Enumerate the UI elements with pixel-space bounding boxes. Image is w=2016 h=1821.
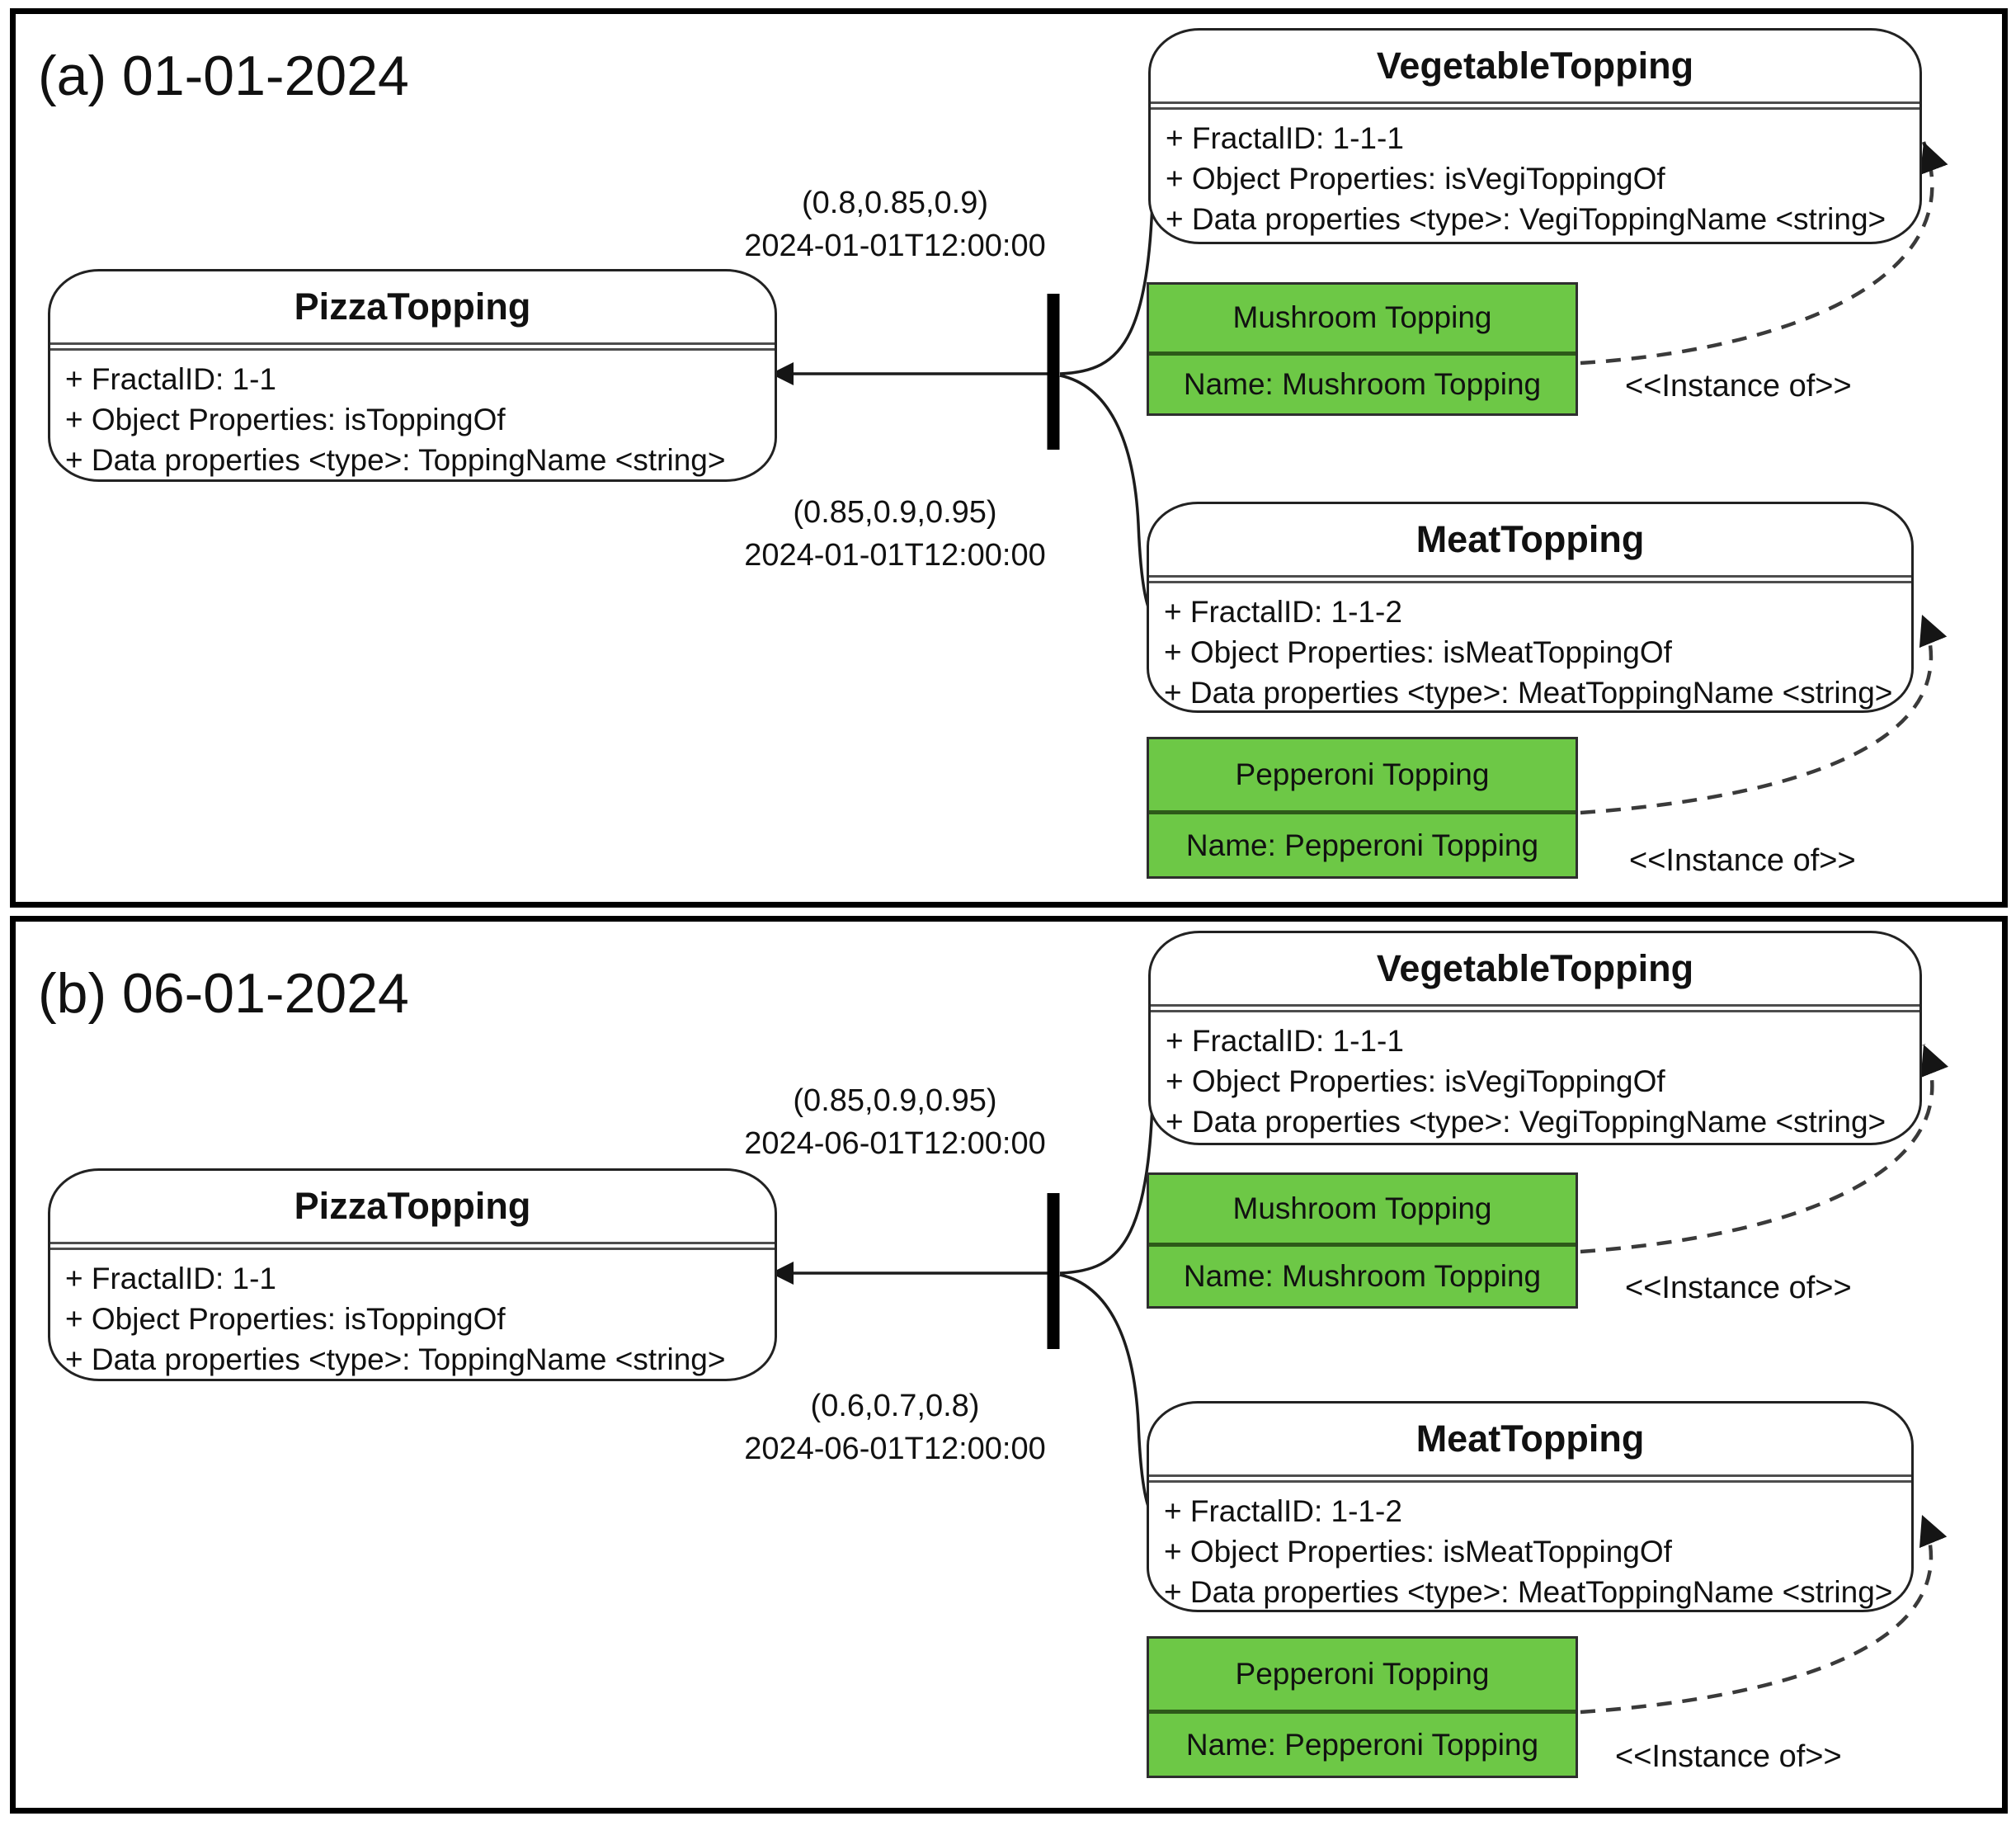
- instance-title: Pepperoni Topping: [1149, 1639, 1576, 1715]
- class-properties: + FractalID: 1-1-1 + Object Properties: …: [1151, 110, 1919, 239]
- class-property: + FractalID: 1-1: [65, 1262, 277, 1295]
- class-separator: [50, 1242, 775, 1250]
- edge-timestamp: 2024-01-01T12:00:00: [744, 229, 1046, 263]
- instance-title: Mushroom Topping: [1149, 285, 1576, 356]
- instance-box-mushroom-a: Mushroom Topping Name: Mushroom Topping: [1147, 282, 1578, 416]
- class-property: + Object Properties: isMeatToppingOf: [1164, 635, 1672, 669]
- class-property: + FractalID: 1-1-2: [1164, 595, 1402, 629]
- class-property: + FractalID: 1-1-1: [1166, 121, 1404, 155]
- edge-label-vegetable-a: (0.8,0.85,0.9) 2024-01-01T12:00:00: [681, 182, 1109, 267]
- instance-box-pepperoni-a: Pepperoni Topping Name: Pepperoni Toppin…: [1147, 737, 1578, 879]
- instance-name: Name: Mushroom Topping: [1183, 1259, 1542, 1294]
- instance-box-pepperoni-b: Pepperoni Topping Name: Pepperoni Toppin…: [1147, 1636, 1578, 1778]
- class-box-vegetabletopping-b: VegetableTopping + FractalID: 1-1-1 + Ob…: [1148, 931, 1922, 1145]
- class-property: + FractalID: 1-1: [65, 362, 277, 396]
- edge-label-meat-a: (0.85,0.9,0.95) 2024-01-01T12:00:00: [681, 491, 1109, 577]
- panel-b-title: (b) 06-01-2024: [38, 962, 409, 1025]
- class-separator: [50, 342, 775, 351]
- class-box-meattopping-a: MeatTopping + FractalID: 1-1-2 + Object …: [1147, 502, 1914, 713]
- class-property: + Data properties <type>: ToppingName <s…: [65, 443, 726, 477]
- edge-label-meat-b: (0.6,0.7,0.8) 2024-06-01T12:00:00: [681, 1385, 1109, 1470]
- edge-label-vegetable-b: (0.85,0.9,0.95) 2024-06-01T12:00:00: [681, 1079, 1109, 1165]
- class-property: + Data properties <type>: MeatToppingNam…: [1164, 676, 1893, 710]
- class-title: VegetableTopping: [1376, 45, 1694, 87]
- class-property: + FractalID: 1-1-1: [1166, 1024, 1404, 1058]
- class-property: + Data properties <type>: VegiToppingNam…: [1166, 202, 1886, 236]
- instance-name: Name: Mushroom Topping: [1183, 366, 1542, 401]
- class-property: + Object Properties: isVegiToppingOf: [1166, 162, 1665, 196]
- class-property: + Object Properties: isToppingOf: [65, 403, 506, 436]
- class-property: + Object Properties: isToppingOf: [65, 1302, 506, 1336]
- class-properties: + FractalID: 1-1-2 + Object Properties: …: [1149, 1483, 1911, 1610]
- stereotype-instance-of: <<Instance of>>: [1629, 843, 1856, 878]
- instance-box-mushroom-b: Mushroom Topping Name: Mushroom Topping: [1147, 1172, 1578, 1309]
- panel-a-title: (a) 01-01-2024: [38, 45, 409, 107]
- instance-title: Mushroom Topping: [1149, 1175, 1576, 1248]
- class-box-meattopping-b: MeatTopping + FractalID: 1-1-2 + Object …: [1147, 1401, 1914, 1612]
- stereotype-instance-of: <<Instance of>>: [1625, 369, 1852, 403]
- class-box-vegetabletopping-a: VegetableTopping + FractalID: 1-1-1 + Ob…: [1148, 28, 1922, 244]
- class-property: + Object Properties: isMeatToppingOf: [1164, 1535, 1672, 1569]
- class-properties: + FractalID: 1-1 + Object Properties: is…: [50, 1250, 775, 1379]
- stereotype-instance-of: <<Instance of>>: [1615, 1739, 1842, 1774]
- class-title: VegetableTopping: [1376, 947, 1694, 989]
- instance-name: Name: Pepperoni Topping: [1185, 1727, 1539, 1762]
- class-property: + Data properties <type>: ToppingName <s…: [65, 1342, 726, 1376]
- class-property: + FractalID: 1-1-2: [1164, 1494, 1402, 1528]
- class-separator: [1151, 101, 1919, 110]
- class-title: MeatTopping: [1415, 518, 1645, 560]
- class-separator: [1151, 1004, 1919, 1012]
- instance-name: Name: Pepperoni Topping: [1185, 828, 1539, 862]
- class-separator: [1149, 575, 1911, 583]
- class-title: PizzaTopping: [294, 285, 531, 328]
- edge-weight: (0.85,0.9,0.95): [793, 1083, 997, 1118]
- class-properties: + FractalID: 1-1 + Object Properties: is…: [50, 351, 775, 479]
- class-property: + Object Properties: isVegiToppingOf: [1166, 1064, 1665, 1098]
- class-box-pizzatopping-b: PizzaTopping + FractalID: 1-1 + Object P…: [48, 1168, 777, 1381]
- class-box-pizzatopping-a: PizzaTopping + FractalID: 1-1 + Object P…: [48, 269, 777, 482]
- edge-timestamp: 2024-01-01T12:00:00: [744, 538, 1046, 573]
- class-title: PizzaTopping: [294, 1185, 531, 1227]
- edge-weight: (0.8,0.85,0.9): [801, 186, 989, 220]
- class-properties: + FractalID: 1-1-1 + Object Properties: …: [1151, 1012, 1919, 1142]
- class-title: MeatTopping: [1415, 1418, 1645, 1460]
- class-separator: [1149, 1474, 1911, 1483]
- edge-weight: (0.6,0.7,0.8): [810, 1389, 980, 1423]
- class-property: + Data properties <type>: MeatToppingNam…: [1164, 1575, 1893, 1609]
- edge-weight: (0.85,0.9,0.95): [793, 495, 997, 530]
- edge-timestamp: 2024-06-01T12:00:00: [744, 1126, 1046, 1161]
- class-properties: + FractalID: 1-1-2 + Object Properties: …: [1149, 583, 1911, 710]
- edge-timestamp: 2024-06-01T12:00:00: [744, 1432, 1046, 1466]
- class-property: + Data properties <type>: VegiToppingNam…: [1166, 1105, 1886, 1139]
- instance-title: Pepperoni Topping: [1149, 739, 1576, 815]
- stereotype-instance-of: <<Instance of>>: [1625, 1271, 1852, 1305]
